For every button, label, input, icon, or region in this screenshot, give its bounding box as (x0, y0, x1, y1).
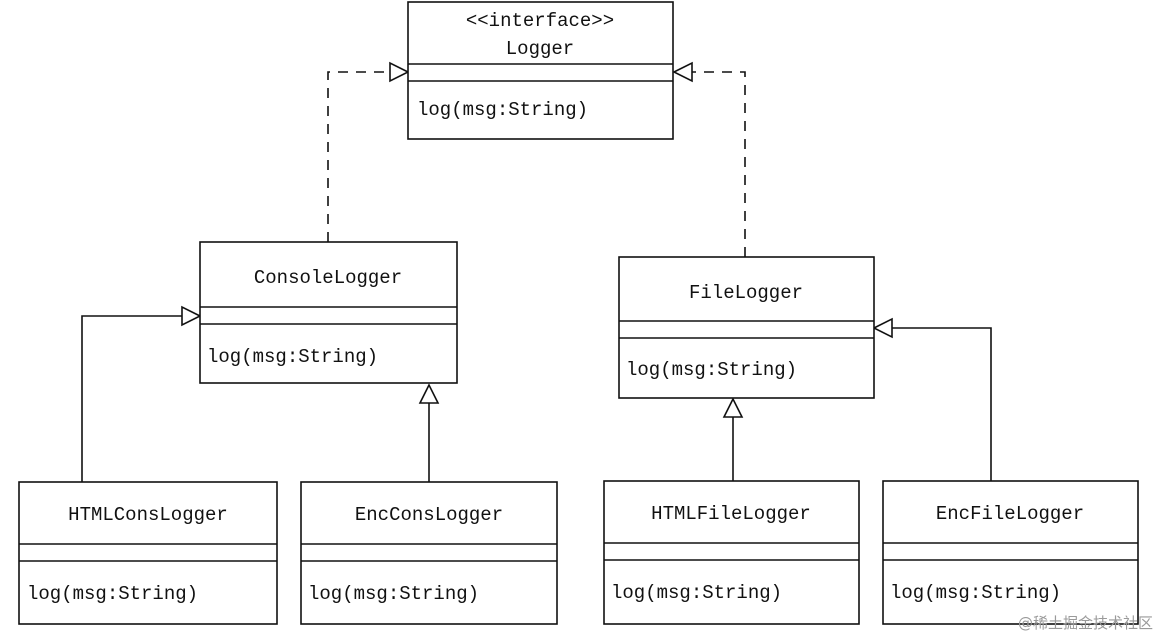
class-box (18, 481, 278, 625)
realization-line (692, 71, 746, 257)
class-box (199, 241, 458, 384)
class-html-file-logger: HTMLFileLogger log(msg:String) (603, 480, 860, 625)
hollow-triangle-arrowhead (672, 61, 693, 83)
class-box (882, 480, 1139, 625)
hollow-triangle-arrowhead (872, 317, 893, 339)
class-stereotype: <<interface>> (466, 10, 614, 32)
class-name: HTMLFileLogger (651, 503, 811, 525)
class-name: HTMLConsLogger (68, 504, 228, 526)
class-method: log(msg:String) (417, 99, 588, 121)
generalization-htmlfile-to-file (722, 397, 744, 481)
class-method: log(msg:String) (626, 359, 797, 381)
realization-line (327, 71, 390, 242)
hollow-triangle-arrowhead (418, 383, 440, 404)
class-method: log(msg:String) (611, 582, 782, 604)
class-method: log(msg:String) (308, 583, 479, 605)
generalization-encfile-to-file (872, 317, 992, 481)
class-box (603, 480, 860, 625)
class-name: Logger (506, 38, 574, 60)
hollow-triangle-arrowhead (722, 397, 744, 418)
class-console-logger: ConsoleLogger log(msg:String) (199, 241, 458, 384)
generalization-htmlcons-to-console (81, 305, 202, 482)
class-name: EncFileLogger (936, 503, 1084, 525)
class-html-cons-logger: HTMLConsLogger log(msg:String) (18, 481, 278, 625)
hollow-triangle-arrowhead (181, 305, 202, 327)
class-method: log(msg:String) (890, 582, 1061, 604)
class-name: EncConsLogger (355, 504, 503, 526)
generalization-line (892, 327, 992, 481)
class-method: log(msg:String) (27, 583, 198, 605)
generalization-enccons-to-console (418, 383, 440, 482)
class-logger: <<interface>> Logger log(msg:String) (407, 1, 674, 140)
class-box (300, 481, 558, 625)
class-box (618, 256, 875, 399)
hollow-triangle-arrowhead (389, 61, 410, 83)
class-name: FileLogger (689, 282, 803, 304)
watermark-text: @稀土掘金技术社区 (1017, 614, 1153, 632)
class-name: ConsoleLogger (254, 267, 402, 289)
class-box (407, 1, 674, 140)
class-file-logger: FileLogger log(msg:String) (618, 256, 875, 399)
class-method: log(msg:String) (207, 346, 378, 368)
realization-console-to-logger (327, 61, 410, 242)
realization-file-to-logger (672, 61, 746, 257)
generalization-line (81, 315, 182, 482)
class-enc-cons-logger: EncConsLogger log(msg:String) (300, 481, 558, 625)
class-enc-file-logger: EncFileLogger log(msg:String) (882, 480, 1139, 625)
